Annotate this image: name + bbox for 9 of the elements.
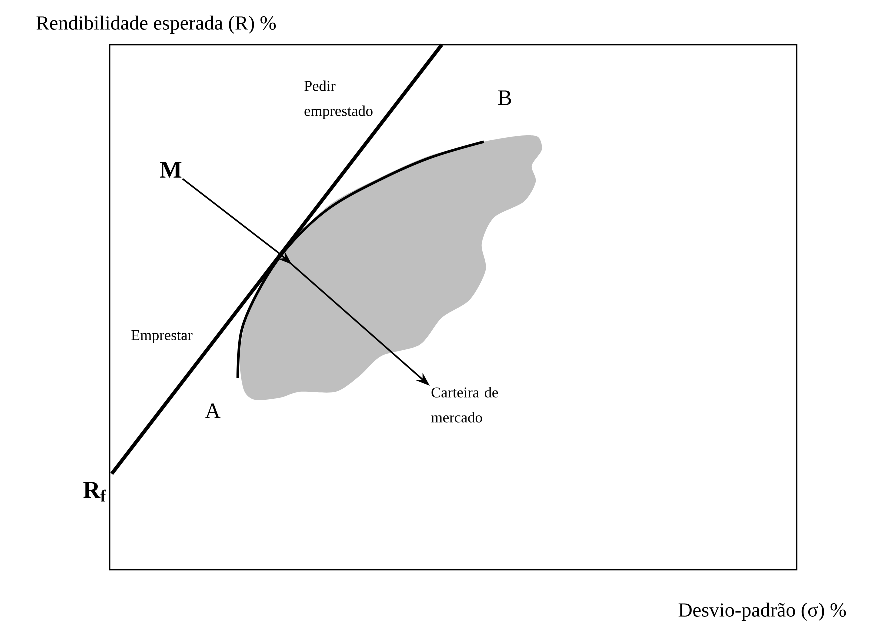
axis-label: Rendibilidade esperada (R) % bbox=[36, 16, 276, 34]
line-label: Pedir emprestado bbox=[304, 80, 373, 120]
line-label: Emprestar bbox=[132, 330, 193, 344]
axis-label: Desvio-padrão (σ) % bbox=[678, 602, 846, 622]
text-label: M bbox=[160, 162, 182, 178]
text-label: Carteira de mercado bbox=[432, 387, 498, 423]
point-label: B bbox=[498, 90, 512, 106]
point-label: R$_{f}$ bbox=[84, 482, 106, 502]
point-label: A bbox=[205, 404, 221, 418]
